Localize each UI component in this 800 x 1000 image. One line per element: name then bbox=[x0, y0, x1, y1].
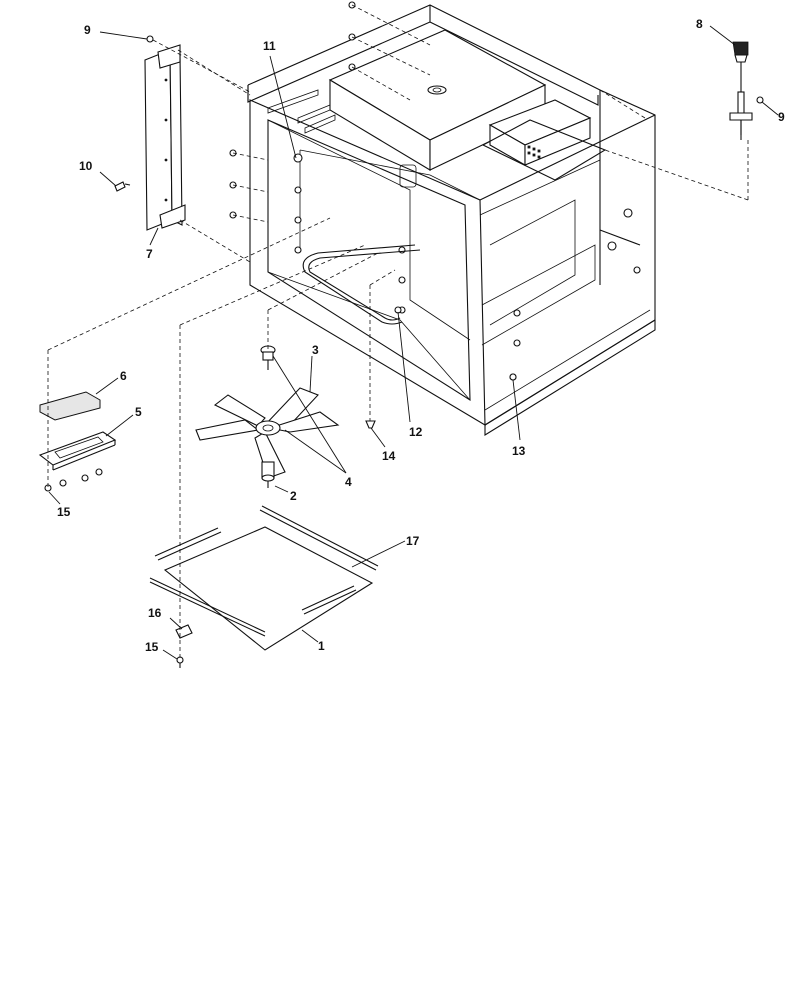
callout-3: 3 bbox=[312, 343, 319, 357]
callout-17: 17 bbox=[406, 534, 420, 548]
part-9-screw-right bbox=[756, 96, 764, 104]
part-2-fan-shaft bbox=[261, 461, 275, 488]
callout-2: 2 bbox=[290, 489, 297, 503]
part-4-fan-nut bbox=[260, 345, 276, 370]
callout-1: 1 bbox=[318, 639, 325, 653]
callout-7: 7 bbox=[146, 247, 153, 261]
callout-9-right: 9 bbox=[778, 110, 785, 124]
part-6-light-lens bbox=[39, 391, 101, 421]
part-13-screw bbox=[509, 373, 517, 381]
leader-lines bbox=[48, 25, 779, 660]
callout-6: 6 bbox=[120, 369, 127, 383]
part-7-side-trim bbox=[144, 44, 186, 231]
part-3-convection-fan bbox=[195, 387, 340, 479]
assembly-lines bbox=[47, 4, 749, 660]
callout-15-lower: 15 bbox=[145, 640, 159, 654]
callout-11: 11 bbox=[263, 39, 276, 53]
callout-9-left: 9 bbox=[84, 23, 91, 37]
part-16-clip bbox=[175, 624, 193, 639]
control-box bbox=[481, 99, 607, 181]
oven-cavity-frame bbox=[247, 4, 656, 436]
light-screws bbox=[44, 468, 103, 492]
part-17-rack-rails bbox=[149, 505, 379, 637]
callout-15-upper: 15 bbox=[57, 505, 71, 519]
part-5-light-housing bbox=[38, 431, 117, 471]
callout-4: 4 bbox=[345, 475, 352, 489]
part-9-screw-left bbox=[146, 35, 154, 43]
callout-12: 12 bbox=[409, 425, 423, 439]
callout-16: 16 bbox=[148, 606, 162, 620]
part-15-screw-bottom bbox=[176, 656, 184, 668]
callout-14: 14 bbox=[382, 449, 396, 463]
callout-8: 8 bbox=[696, 17, 703, 31]
part-10-screw bbox=[114, 181, 131, 192]
bake-element bbox=[302, 244, 421, 325]
callout-labels: 9 11 8 9 10 7 6 5 3 12 14 13 4 2 15 17 1… bbox=[57, 17, 785, 654]
part-1-oven-bottom-panel bbox=[163, 526, 374, 651]
callout-13: 13 bbox=[512, 444, 526, 458]
callout-5: 5 bbox=[135, 405, 142, 419]
callout-10: 10 bbox=[79, 159, 93, 173]
part-8-temperature-probe bbox=[729, 41, 753, 140]
part-14-screw bbox=[365, 420, 376, 429]
